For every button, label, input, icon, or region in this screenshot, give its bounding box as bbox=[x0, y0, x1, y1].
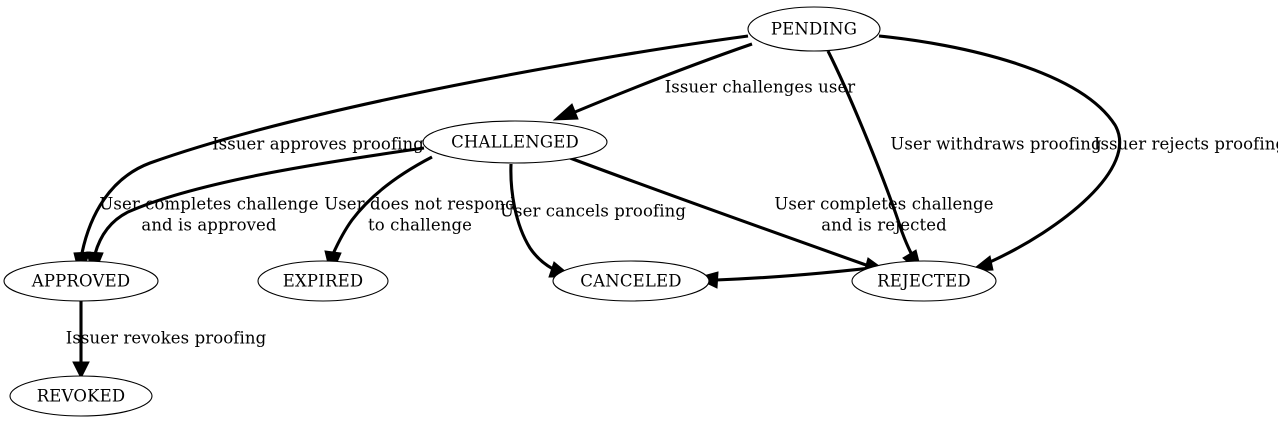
node-canceled[interactable]: CANCELED bbox=[552, 260, 710, 302]
edge-path bbox=[93, 146, 425, 255]
node-challenged[interactable]: CHALLENGED bbox=[422, 120, 608, 164]
node-label-revoked: REVOKED bbox=[37, 387, 126, 406]
arrowhead-icon bbox=[552, 103, 579, 121]
edge-label-issuer-revokes-proofing: Issuer revokes proofing bbox=[66, 329, 267, 348]
arrowhead-icon bbox=[72, 361, 90, 380]
node-label-rejected: REJECTED bbox=[877, 272, 971, 291]
edge-pending-approved[interactable] bbox=[73, 34, 749, 279]
node-label-canceled: CANCELED bbox=[580, 272, 681, 291]
edge-label-issuer-rejects-proofing: Issuer rejects proofing bbox=[1094, 135, 1278, 154]
edge-path bbox=[509, 163, 554, 271]
edge-label-user-completes-challenge-approved-line1: User completes challenge bbox=[99, 195, 318, 214]
edge-pending-rejected-rejects[interactable] bbox=[878, 34, 1122, 272]
node-label-pending: PENDING bbox=[771, 20, 857, 39]
node-revoked[interactable]: REVOKED bbox=[9, 375, 153, 417]
node-shape-ellipse bbox=[747, 6, 881, 52]
edge-label-user-completes-challenge-approved-line2: and is approved bbox=[141, 216, 277, 235]
edge-path bbox=[331, 155, 433, 255]
node-shape-ellipse bbox=[9, 375, 153, 417]
node-shape-ellipse bbox=[3, 260, 159, 302]
node-shape-ellipse bbox=[552, 260, 710, 302]
edge-label-user-does-not-respond-line1: User does not respond bbox=[324, 195, 516, 214]
edge-path bbox=[826, 50, 913, 254]
edge-path bbox=[569, 156, 867, 267]
edge-path bbox=[878, 34, 1122, 264]
node-pending[interactable]: PENDING bbox=[747, 6, 881, 52]
edge-label-user-cancels-proofing: User cancels proofing bbox=[500, 202, 686, 221]
node-expired[interactable]: EXPIRED bbox=[257, 260, 389, 302]
nodes-layer: PENDING CHALLENGED APPROVED EXPIRED CANC… bbox=[3, 6, 997, 417]
edge-label-user-does-not-respond-line2: to challenge bbox=[368, 216, 472, 235]
edge-label-issuer-approves-proofing: Issuer approves proofing bbox=[212, 135, 424, 154]
node-label-expired: EXPIRED bbox=[283, 272, 364, 291]
edge-path bbox=[80, 34, 749, 254]
node-label-challenged: CHALLENGED bbox=[451, 133, 579, 152]
edges-layer bbox=[72, 34, 1122, 380]
node-shape-ellipse bbox=[851, 260, 997, 302]
edge-label-issuer-challenges-user: Issuer challenges user bbox=[665, 78, 856, 97]
node-approved[interactable]: APPROVED bbox=[3, 260, 159, 302]
edge-path bbox=[574, 42, 753, 114]
edge-labels-layer: Issuer challenges user Issuer approves p… bbox=[66, 78, 1278, 348]
edge-label-user-withdraws-proofing: User withdraws proofing bbox=[890, 135, 1102, 154]
node-shape-ellipse bbox=[257, 260, 389, 302]
edge-label-user-completes-challenge-rejected-line2: and is rejected bbox=[821, 216, 947, 235]
node-label-approved: APPROVED bbox=[31, 272, 131, 291]
node-rejected[interactable]: REJECTED bbox=[851, 260, 997, 302]
edge-approved-revoked[interactable] bbox=[72, 301, 90, 380]
edge-challenged-canceled[interactable] bbox=[509, 163, 574, 278]
edge-pending-challenged[interactable] bbox=[552, 42, 753, 121]
node-shape-ellipse bbox=[422, 120, 608, 164]
edge-label-user-completes-challenge-rejected-line1: User completes challenge bbox=[774, 195, 993, 214]
